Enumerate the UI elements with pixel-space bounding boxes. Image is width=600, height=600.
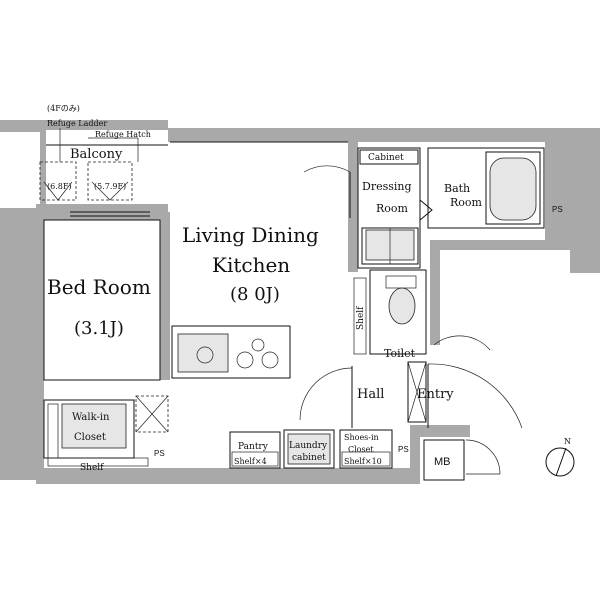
laundry-label-2: cabinet bbox=[292, 453, 326, 463]
dressing-label-1: Dressing bbox=[362, 180, 412, 193]
refuge-ladder-label: Refuge Ladder bbox=[47, 119, 107, 128]
refuge-hatch-label: Refuge Hatch bbox=[95, 130, 151, 139]
entry-label: Entry bbox=[417, 387, 454, 402]
shelf-x4-label: Shelf×4 bbox=[234, 457, 267, 466]
ps-bath-label: PS bbox=[552, 205, 563, 214]
floor-68-label: (6.8F) bbox=[47, 182, 72, 191]
north-label: N bbox=[564, 437, 571, 446]
fourth-floor-note: (4Fのみ) bbox=[47, 104, 80, 113]
pantry-label: Pantry bbox=[238, 442, 269, 452]
floor-579-label: (5.7.9F) bbox=[94, 182, 126, 191]
shoes-label-2: Closet bbox=[348, 445, 374, 454]
ps-bed-label: PS bbox=[154, 449, 165, 458]
dressing-room bbox=[357, 147, 421, 269]
bath-label-2: Room bbox=[450, 196, 483, 209]
shoes-label-1: Shoes-in bbox=[344, 433, 379, 442]
bed-room bbox=[43, 211, 161, 381]
living-label-1: Living Dining bbox=[182, 223, 319, 247]
dressing-label-2: Room bbox=[376, 202, 409, 215]
walk-in-label-2: Closet bbox=[74, 432, 106, 443]
laundry-label-1: Laundry bbox=[289, 441, 328, 451]
bed-room-label: Bed Room bbox=[47, 275, 151, 299]
toilet-label: Toilet bbox=[384, 347, 416, 360]
living-size: (8 0J) bbox=[230, 284, 280, 305]
living-dining-kitchen bbox=[170, 141, 351, 379]
living-label-2: Kitchen bbox=[212, 253, 290, 277]
compass-icon bbox=[545, 447, 575, 477]
walk-in-closet bbox=[43, 395, 169, 467]
cabinet-label: Cabinet bbox=[368, 153, 404, 163]
meter-box bbox=[423, 439, 501, 481]
hall-label: Hall bbox=[357, 387, 384, 402]
ps-entry-label: PS bbox=[398, 445, 409, 454]
walk-in-label-1: Walk-in bbox=[72, 412, 110, 423]
mb-label: MB bbox=[434, 456, 451, 468]
bath-room bbox=[419, 147, 545, 229]
balcony-area bbox=[39, 128, 168, 201]
bath-label-1: Bath bbox=[444, 182, 470, 195]
hall-entry bbox=[299, 361, 523, 429]
pantry bbox=[229, 431, 281, 469]
shelf-bottom-label: Shelf bbox=[80, 463, 104, 473]
shoes-in-closet bbox=[339, 429, 393, 469]
balcony-label: Balcony bbox=[70, 147, 123, 162]
shelf-vertical-label: Shelf bbox=[356, 306, 366, 330]
bed-room-size: (3.1J) bbox=[74, 318, 124, 339]
shelf-x10-label: Shelf×10 bbox=[344, 457, 382, 466]
vertical-shelf bbox=[353, 277, 367, 355]
laundry-cabinet bbox=[283, 429, 335, 469]
toilet-room bbox=[369, 269, 491, 355]
